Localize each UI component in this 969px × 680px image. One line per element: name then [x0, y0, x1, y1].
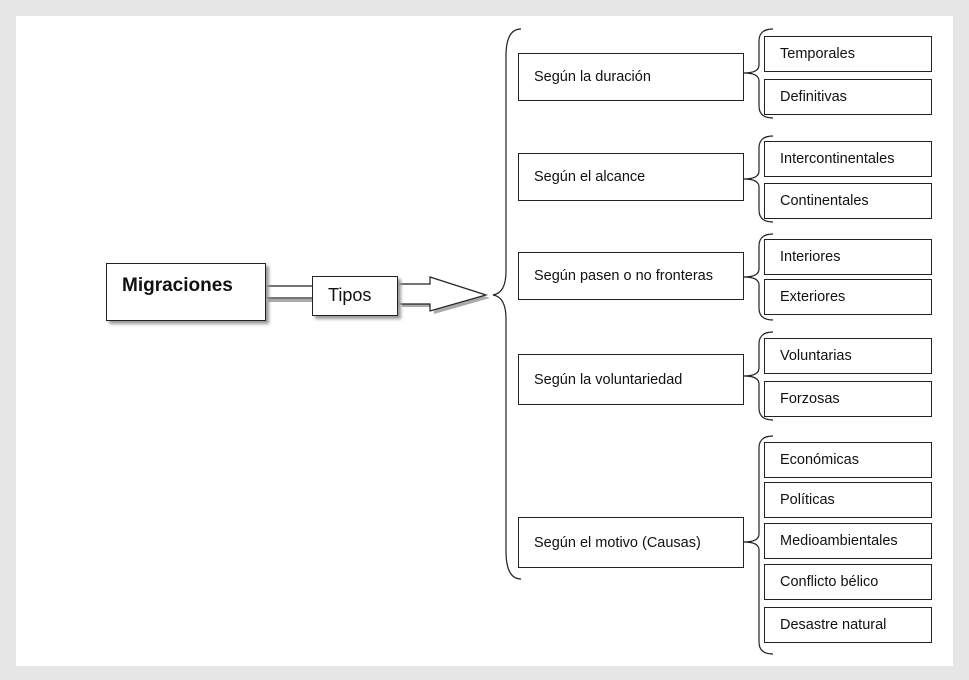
subtype-forzosas: Forzosas: [764, 381, 932, 417]
brace-voluntariedad: [743, 331, 774, 421]
main-brace: [492, 28, 522, 580]
subtype-definitivas: Definitivas: [764, 79, 932, 115]
subtype-politicas: Políticas: [764, 482, 932, 518]
diagram-canvas: Migraciones Tipos Según la duración Segú…: [16, 16, 953, 666]
brace-motivo: [743, 435, 774, 655]
root-node-migraciones: Migraciones: [106, 263, 266, 321]
connector-lines: [266, 28, 774, 655]
category-duracion: Según la duración: [518, 53, 744, 101]
subtype-continentales: Continentales: [764, 183, 932, 219]
category-alcance: Según el alcance: [518, 153, 744, 201]
category-fronteras: Según pasen o no fronteras: [518, 252, 744, 300]
brace-duracion: [743, 28, 774, 119]
block-arrow: [397, 276, 489, 312]
subtype-temporales: Temporales: [764, 36, 932, 72]
subtype-economicas: Económicas: [764, 442, 932, 478]
brace-alcance: [743, 135, 774, 223]
subtype-exteriores: Exteriores: [764, 279, 932, 315]
subtype-medioambientales: Medioambientales: [764, 523, 932, 559]
category-voluntariedad: Según la voluntariedad: [518, 354, 744, 405]
brace-fronteras: [743, 233, 774, 321]
subtype-conflicto-belico: Conflicto bélico: [764, 564, 932, 600]
subtype-desastre-natural: Desastre natural: [764, 607, 932, 643]
connector-node-tipos: Tipos: [312, 276, 398, 316]
category-motivo: Según el motivo (Causas): [518, 517, 744, 568]
subtype-voluntarias: Voluntarias: [764, 338, 932, 374]
subtype-intercontinentales: Intercontinentales: [764, 141, 932, 177]
subtype-interiores: Interiores: [764, 239, 932, 275]
root-connector-shadow: [268, 299, 312, 302]
